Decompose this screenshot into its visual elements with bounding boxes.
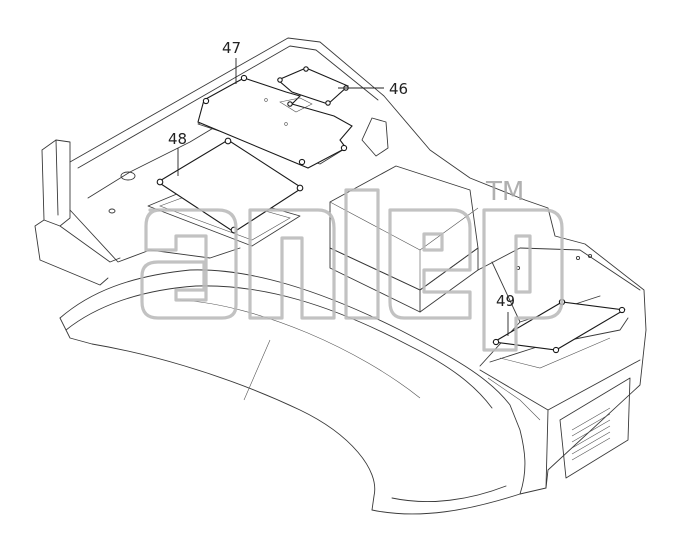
leader-lines bbox=[177, 58, 509, 336]
watermark-logo: TM bbox=[140, 177, 564, 352]
callout-47: 47 bbox=[222, 39, 241, 57]
trademark-mark: TM bbox=[485, 177, 524, 207]
callout-48: 48 bbox=[168, 130, 187, 148]
callout-46: 46 bbox=[389, 80, 408, 98]
plate-46 bbox=[276, 66, 350, 106]
callout-49: 49 bbox=[496, 292, 515, 310]
plate-47 bbox=[197, 74, 353, 169]
plate-49 bbox=[492, 298, 626, 354]
callout-labels: 46 47 48 49 bbox=[168, 39, 515, 310]
